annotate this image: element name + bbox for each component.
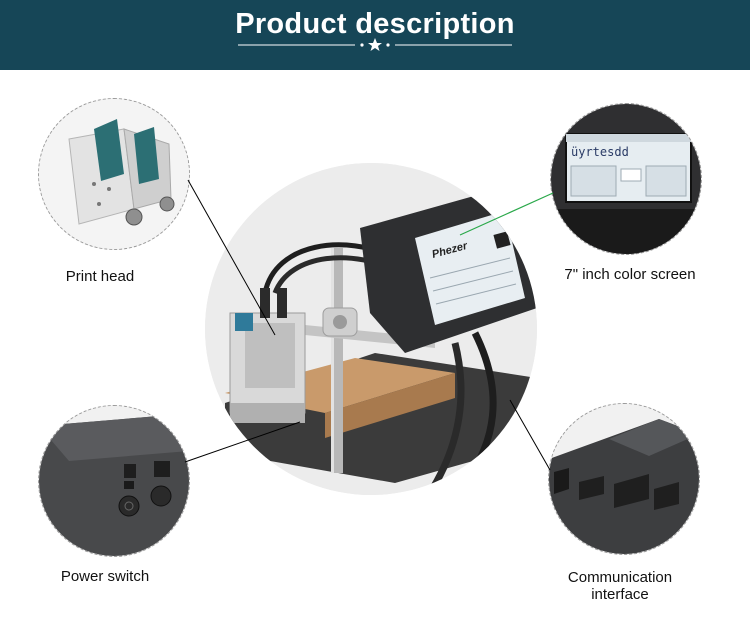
print-head-image	[38, 98, 190, 250]
star-icon	[368, 38, 382, 51]
communication-interface-image	[548, 403, 700, 555]
color-screen-label: 7" inch color screen	[564, 266, 696, 283]
communication-label-line2: interface	[591, 586, 649, 603]
communication-interface-label: Communication interface	[555, 569, 685, 603]
power-switch-label: Power switch	[60, 568, 150, 585]
header-banner: Product description	[0, 0, 750, 70]
title-divider	[238, 38, 512, 51]
main-product-image: Phezer	[205, 163, 537, 495]
leader-communication	[509, 399, 551, 471]
color-screen-image: üyrtesdd	[550, 103, 702, 255]
print-head-label: Print head	[65, 268, 135, 285]
power-switch-image	[38, 405, 190, 557]
screen-message: üyrtesdd	[571, 145, 629, 159]
page-title: Product description	[235, 8, 515, 40]
communication-label-line1: Communication	[567, 569, 673, 586]
